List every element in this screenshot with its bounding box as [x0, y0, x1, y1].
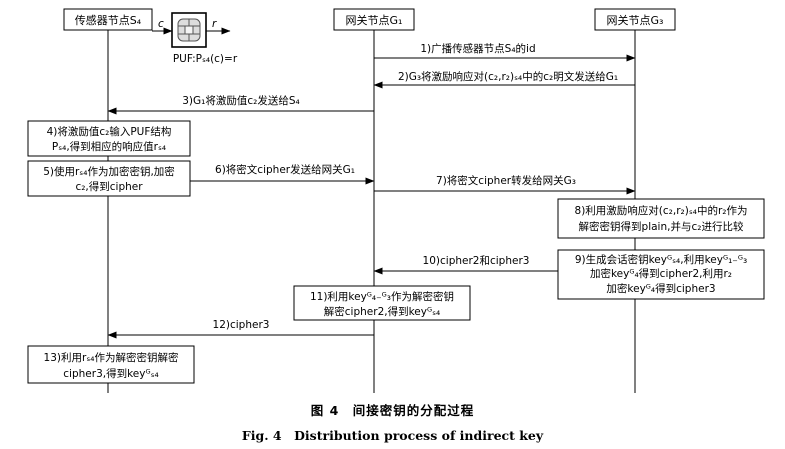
message-12: 12)cipher3 — [107, 319, 374, 339]
message-2: 2)G₃将激励响应对(c₂,r₂)ₛ₄中的c₂明文发送给G₁ — [373, 70, 635, 89]
puf-caption: PUF:Pₛ₄(c)=r — [173, 53, 238, 65]
node-g3-label: 网关节点G₃ — [607, 13, 664, 27]
step-box-5-line2: c₂,得到cipher — [75, 181, 143, 193]
step-box-4-line1: 4)将激励值c₂输入PUF结构 — [47, 125, 172, 138]
node-s4-label: 传感器节点S₄ — [75, 14, 142, 27]
node-g1: 网关节点G₁ — [333, 8, 415, 31]
step-box-11-line2: 解密cipher2,得到keyᴳₛ₄ — [324, 305, 440, 318]
step-box-9-line1: 9)生成会话密钥keyᴳₛ₄,利用keyᴳ₁₋ᴳ₃ — [575, 253, 747, 266]
step-box-9: 9)生成会话密钥keyᴳₛ₄,利用keyᴳ₁₋ᴳ₃ 加密keyᴳ₄得到ciphe… — [557, 249, 765, 300]
message-10: 10)cipher2和cipher3 — [373, 255, 558, 275]
message-7: 7)将密文cipher转发给网关G₃ — [374, 174, 636, 195]
message-3-label: 3)G₁将激励值c₂发送给S₄ — [182, 94, 299, 107]
node-g3: 网关节点G₃ — [594, 8, 676, 31]
step-box-5-line1: 5)使用rₛ₄作为加密密钥,加密 — [43, 165, 175, 178]
step-box-11-line1: 11)利用keyᴳ₄₋ᴳ₃作为解密密钥 — [310, 290, 454, 303]
message-2-label: 2)G₃将激励响应对(c₂,r₂)ₛ₄中的c₂明文发送给G₁ — [398, 70, 618, 83]
node-g1-label: 网关节点G₁ — [346, 13, 403, 27]
message-3: 3)G₁将激励值c₂发送给S₄ — [107, 94, 374, 115]
message-1-label: 1)广播传感器节点S₄的id — [420, 42, 535, 55]
figure-caption-en: Fig. 4 Distribution process of indirect … — [241, 428, 544, 443]
step-box-11: 11)利用keyᴳ₄₋ᴳ₃作为解密密钥 解密cipher2,得到keyᴳₛ₄ — [293, 285, 471, 321]
node-s4: 传感器节点S₄ — [63, 8, 153, 31]
step-box-4: 4)将激励值c₂输入PUF结构 Pₛ₄,得到相应的响应值rₛ₄ — [27, 120, 191, 157]
message-12-label: 12)cipher3 — [213, 319, 270, 331]
puf-response-label: r — [212, 18, 217, 30]
step-box-9-line2: 加密keyᴳ₄得到cipher2,利用r₂ — [590, 267, 732, 280]
step-box-13-line1: 13)利用rₛ₄作为解密密钥解密 — [44, 351, 179, 364]
message-7-label: 7)将密文cipher转发给网关G₃ — [436, 174, 576, 187]
step-box-8-line1: 8)利用激励响应对(c₂,r₂)ₛ₄中的r₂作为 — [575, 204, 748, 217]
step-box-4-line2: Pₛ₄,得到相应的响应值rₛ₄ — [52, 140, 166, 153]
figure-caption-cn: 图 4 间接密钥的分配过程 — [310, 403, 475, 418]
step-box-8: 8)利用激励响应对(c₂,r₂)ₛ₄中的r₂作为 解密密钥得到plain,并与c… — [557, 198, 765, 239]
message-6: 6)将密文cipher发送给网关G₁ — [190, 163, 375, 185]
puf-chip: c r PUF:Pₛ₄(c)=r — [152, 12, 238, 65]
message-1: 1)广播传感器节点S₄的id — [374, 42, 636, 62]
step-box-5: 5)使用rₛ₄作为加密密钥,加密 c₂,得到cipher — [27, 160, 191, 197]
message-6-label: 6)将密文cipher发送给网关G₁ — [215, 163, 355, 176]
step-box-13: 13)利用rₛ₄作为解密密钥解密 cipher3,得到keyᴳₛ₄ — [27, 345, 195, 384]
puf-challenge-label: c — [158, 18, 164, 30]
step-box-8-line2: 解密密钥得到plain,并与c₂进行比较 — [579, 220, 744, 233]
message-10-label: 10)cipher2和cipher3 — [423, 255, 530, 267]
step-box-13-line2: cipher3,得到keyᴳₛ₄ — [63, 368, 158, 380]
step-box-9-line3: 加密keyᴳ₄得到cipher3 — [606, 282, 715, 295]
